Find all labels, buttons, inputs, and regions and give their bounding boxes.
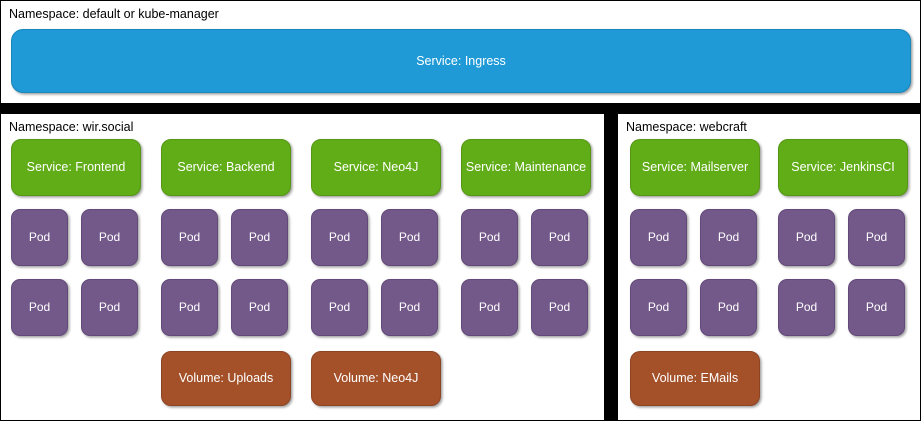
pod[interactable]: Pod bbox=[461, 209, 518, 266]
pod[interactable]: Pod bbox=[778, 209, 835, 266]
pod[interactable]: Pod bbox=[700, 279, 757, 336]
service-service-jenkinsci[interactable]: Service: JenkinsCI bbox=[778, 139, 908, 196]
pod[interactable]: Pod bbox=[81, 209, 138, 266]
pod[interactable]: Pod bbox=[848, 279, 905, 336]
pod[interactable]: Pod bbox=[778, 279, 835, 336]
pod[interactable]: Pod bbox=[630, 209, 687, 266]
pod[interactable]: Pod bbox=[531, 209, 588, 266]
pod[interactable]: Pod bbox=[461, 279, 518, 336]
service-ingress[interactable]: Service: Ingress bbox=[11, 29, 911, 93]
service-service-maintenance[interactable]: Service: Maintenance bbox=[461, 139, 591, 196]
namespace-label-wir-social: Namespace: wir.social bbox=[9, 120, 134, 134]
pod[interactable]: Pod bbox=[81, 279, 138, 336]
service-service-backend[interactable]: Service: Backend bbox=[161, 139, 291, 196]
volume-volume-uploads[interactable]: Volume: Uploads bbox=[161, 351, 291, 406]
namespace-panel-ingress: Namespace: default or kube-manager Servi… bbox=[0, 0, 921, 104]
pod[interactable]: Pod bbox=[311, 209, 368, 266]
pod[interactable]: Pod bbox=[231, 209, 288, 266]
pod[interactable]: Pod bbox=[11, 279, 68, 336]
pod[interactable]: Pod bbox=[630, 279, 687, 336]
volume-volume-neo4j[interactable]: Volume: Neo4J bbox=[311, 351, 441, 406]
pod[interactable]: Pod bbox=[848, 209, 905, 266]
service-service-mailserver[interactable]: Service: Mailserver bbox=[630, 139, 760, 196]
pod[interactable]: Pod bbox=[381, 209, 438, 266]
pod[interactable]: Pod bbox=[311, 279, 368, 336]
namespace-label-ingress: Namespace: default or kube-manager bbox=[9, 7, 219, 21]
pod[interactable]: Pod bbox=[11, 209, 68, 266]
pod[interactable]: Pod bbox=[231, 279, 288, 336]
pod[interactable]: Pod bbox=[161, 209, 218, 266]
pod[interactable]: Pod bbox=[700, 209, 757, 266]
pod[interactable]: Pod bbox=[531, 279, 588, 336]
service-service-frontend[interactable]: Service: Frontend bbox=[11, 139, 141, 196]
namespace-label-webcraft: Namespace: webcraft bbox=[626, 120, 747, 134]
pod[interactable]: Pod bbox=[381, 279, 438, 336]
pod[interactable]: Pod bbox=[161, 279, 218, 336]
service-service-neo4j[interactable]: Service: Neo4J bbox=[311, 139, 441, 196]
volume-volume-emails[interactable]: Volume: EMails bbox=[630, 351, 760, 406]
